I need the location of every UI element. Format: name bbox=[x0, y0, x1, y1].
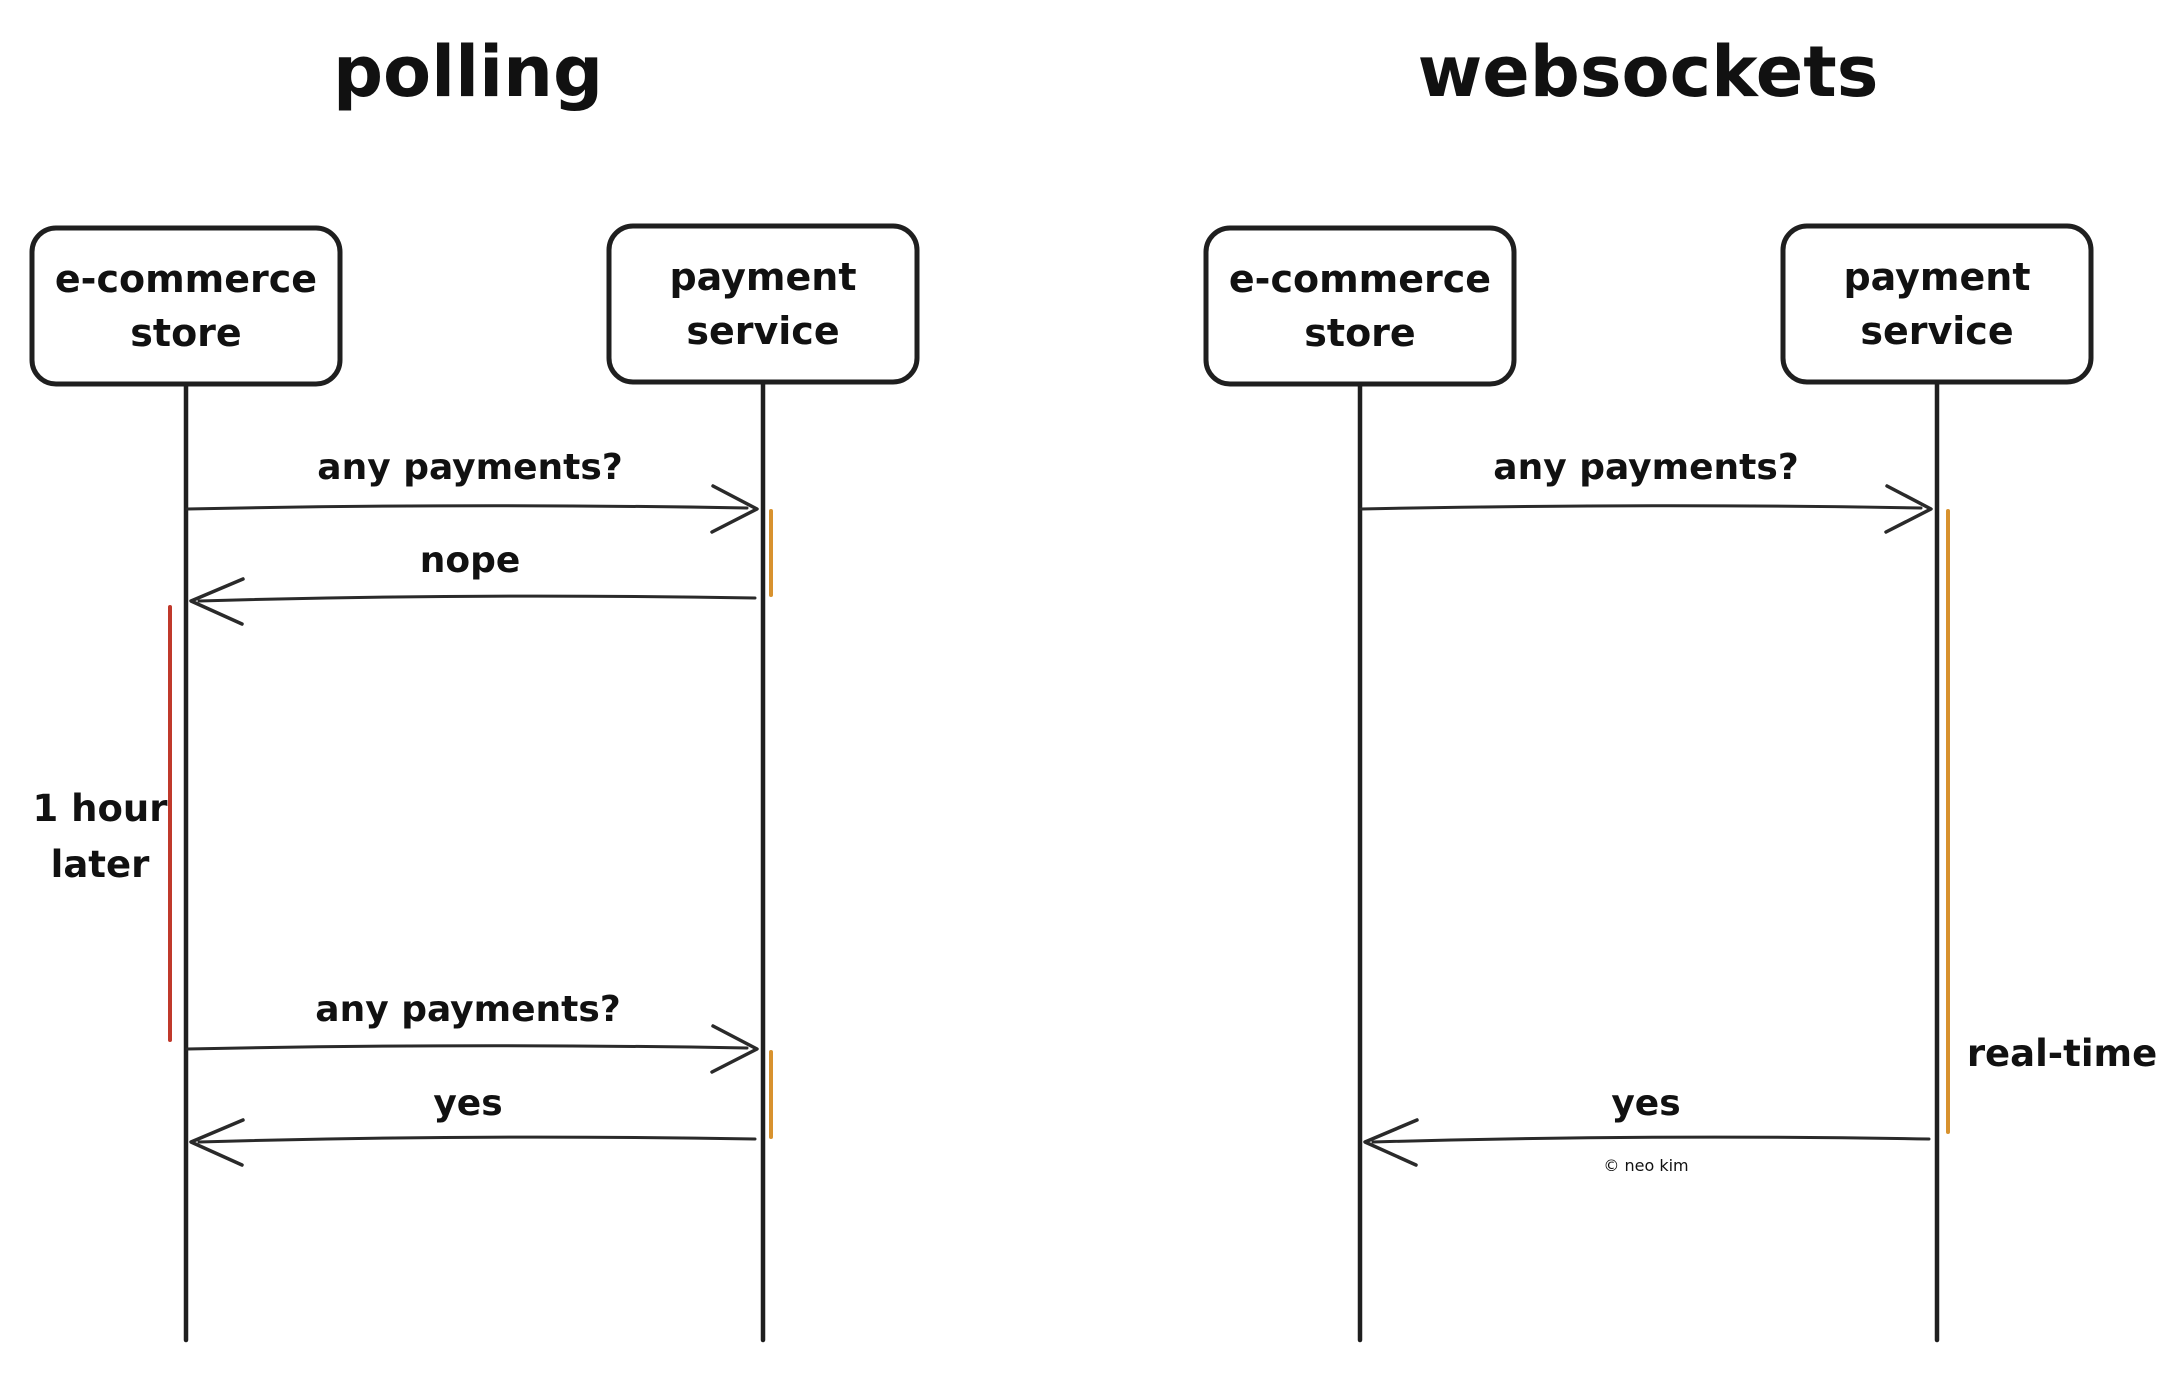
polling-request1-arrowhead-icon bbox=[710, 484, 759, 534]
polling-response2-label: yes bbox=[433, 1083, 502, 1124]
websockets-store-actor-label-line1: e-commerce bbox=[1229, 257, 1491, 301]
polling-store-actor-box bbox=[29, 225, 343, 387]
polling-request1-line bbox=[185, 504, 749, 511]
polling-response2-line bbox=[197, 1135, 757, 1144]
websockets-response-line bbox=[1371, 1135, 1931, 1144]
polling-payment-actor-label-line2: service bbox=[686, 309, 839, 353]
polling-store-actor-label-line2: store bbox=[130, 311, 241, 355]
websockets-realtime-note: real-time bbox=[1967, 1032, 2157, 1075]
polling-response1-line bbox=[197, 594, 757, 603]
polling-request1-label: any payments? bbox=[317, 447, 622, 488]
polling-title: polling bbox=[333, 31, 603, 113]
polling-payment-actor-label-line1: payment bbox=[669, 255, 856, 299]
polling-store-actor-label-line1: e-commerce bbox=[55, 257, 317, 301]
websockets-store-actor-box bbox=[1203, 225, 1517, 387]
polling-response1-label: nope bbox=[420, 540, 521, 581]
websockets-request-line bbox=[1359, 504, 1923, 511]
websockets-request-arrowhead-icon bbox=[1884, 484, 1933, 534]
websockets-response-label: yes bbox=[1611, 1083, 1680, 1124]
websockets-payment-actor-label-line1: payment bbox=[1843, 255, 2030, 299]
websockets-store-actor-label-line2: store bbox=[1304, 311, 1415, 355]
websockets-title: websockets bbox=[1418, 31, 1879, 113]
polling-panel: polling e-commerce store payment service… bbox=[29, 31, 920, 1343]
websockets-payment-actor-box bbox=[1780, 223, 2094, 385]
polling-payment-actor-box bbox=[606, 223, 920, 385]
polling-response2-arrowhead-icon bbox=[189, 1118, 245, 1167]
polling-request2-line bbox=[185, 1044, 749, 1051]
websockets-request-label: any payments? bbox=[1493, 447, 1798, 488]
polling-request2-label: any payments? bbox=[315, 989, 620, 1030]
websockets-payment-actor-label-line2: service bbox=[1860, 309, 2013, 353]
polling-response1-arrowhead-icon bbox=[189, 577, 245, 626]
polling-request2-arrowhead-icon bbox=[710, 1024, 759, 1074]
websockets-panel: websockets e-commerce store payment serv… bbox=[1203, 31, 2157, 1343]
polling-delay-note-line1: 1 hour bbox=[33, 787, 169, 830]
websockets-response-arrowhead-icon bbox=[1363, 1118, 1419, 1167]
credit-text: © neo kim bbox=[1603, 1156, 1688, 1175]
polling-delay-note-line2: later bbox=[51, 843, 150, 886]
